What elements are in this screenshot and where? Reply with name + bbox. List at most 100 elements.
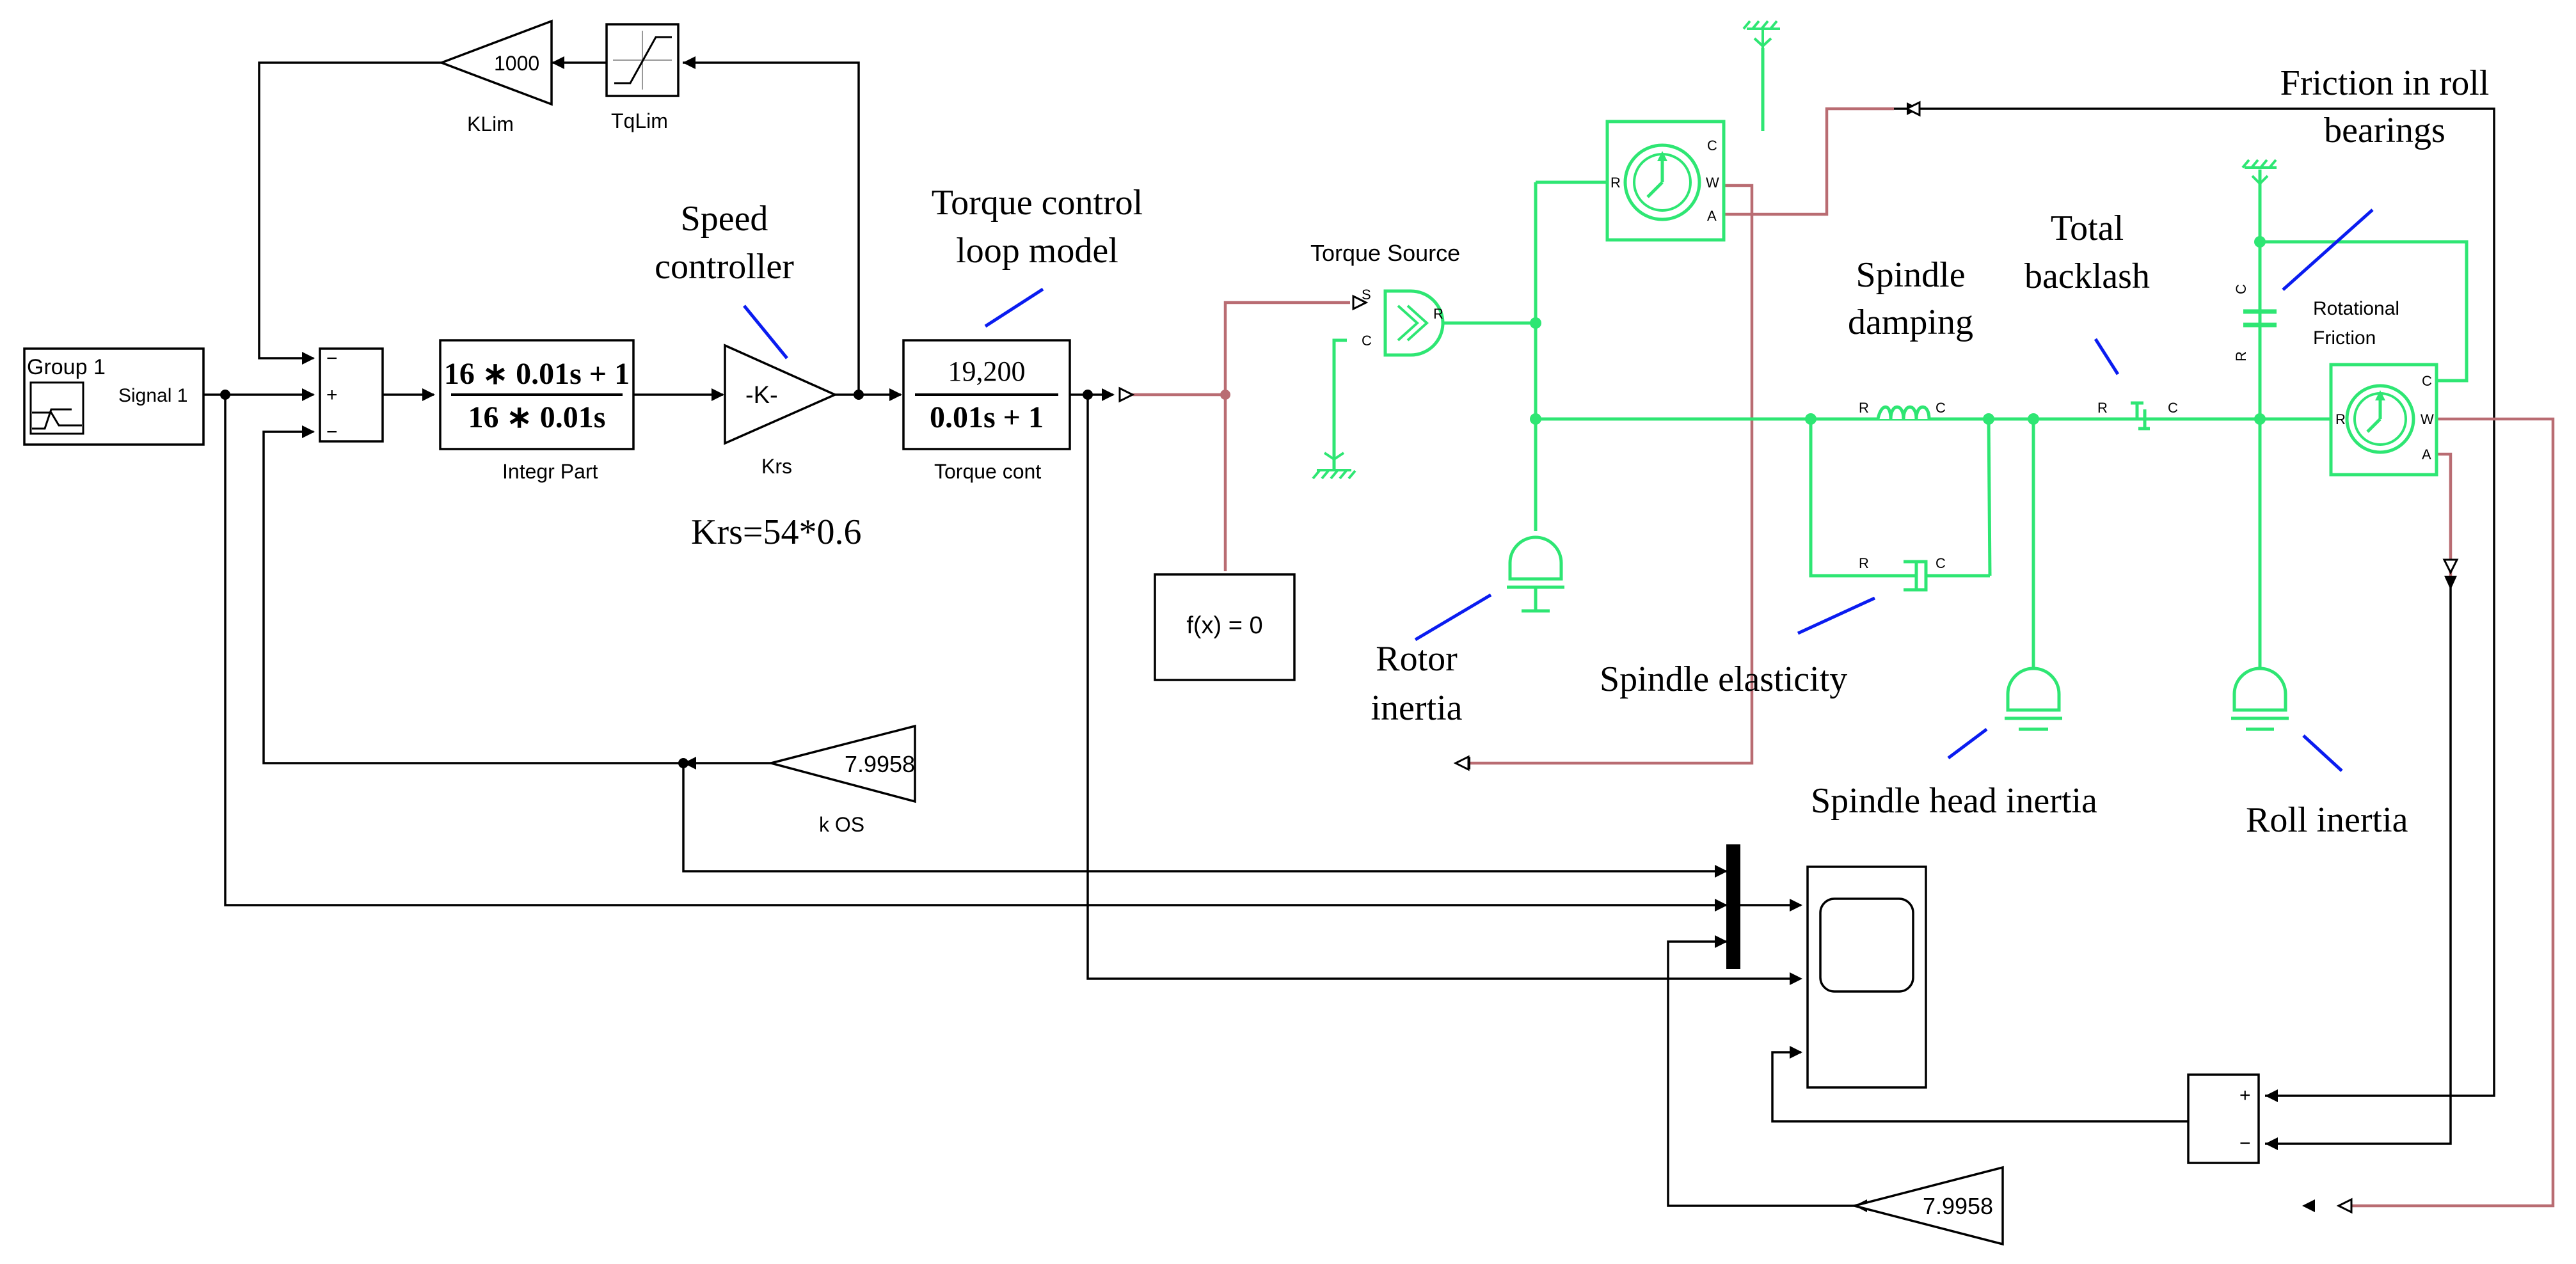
torque-source-port-c: C <box>1362 333 1372 349</box>
sensor-right-port-c: C <box>2422 373 2432 389</box>
ps-lines <box>1133 107 2555 1208</box>
backlash-block[interactable]: R C <box>2097 400 2178 431</box>
scope-block[interactable] <box>1806 865 1927 1089</box>
sensor-top-port-r: R <box>1610 175 1621 191</box>
signal-lines <box>203 61 2495 1207</box>
torque-source-port-r: R <box>1433 306 1443 322</box>
sensor-right-port-a: A <box>2422 446 2431 462</box>
sensor-right-port-r: R <box>2335 411 2346 427</box>
friction-bearings-line1: Friction in roll <box>2280 63 2490 103</box>
spindle-damping-line2: damping <box>1848 303 1973 342</box>
sum-block-bottom[interactable]: + − <box>2187 1073 2260 1164</box>
rotational-friction-label-2: Friction <box>2313 328 2376 349</box>
krs-label: Krs <box>761 455 792 478</box>
k-os-gain-block[interactable]: 7.9958 k OS <box>767 724 916 836</box>
rotational-damper-block[interactable]: R C <box>1859 555 1990 592</box>
integr-label: Integr Part <box>502 460 598 483</box>
sensor-top-port-a: A <box>1707 208 1717 224</box>
annotation-text: Speed controller Torque control loop mod… <box>655 63 2489 840</box>
roll-inertia-block[interactable] <box>2231 667 2289 731</box>
rotor-inertia-line2: inertia <box>1371 688 1462 728</box>
integr-part-block[interactable]: 16 ∗ 0.01s + 1 16 ∗ 0.01s Integr Part <box>439 339 635 483</box>
sum-bottom-sign-minus: − <box>2239 1133 2251 1154</box>
torque-source-port-s: S <box>1362 287 1371 303</box>
mux-block[interactable] <box>1726 844 1740 969</box>
mechanical-reference-icon-right <box>2241 159 2277 186</box>
spindle-head-inertia: Spindle head inertia <box>1811 781 2097 821</box>
k-os-label: k OS <box>819 813 864 836</box>
torque-source-block[interactable]: Torque Source S C R <box>1310 240 1460 357</box>
backlash-port-c: C <box>2168 400 2178 416</box>
solver-configuration-block[interactable]: f(x) = 0 <box>1154 573 1296 681</box>
signal-arrowheads <box>302 56 2457 1212</box>
torque-loop-line1: Torque control <box>932 183 1143 223</box>
integr-denominator: 16 ∗ 0.01s <box>468 400 606 434</box>
friction-port-r: R <box>2233 351 2249 361</box>
speed-controller-line2: controller <box>655 247 794 287</box>
rotor-inertia-line1: Rotor <box>1376 639 1458 679</box>
rotational-spring-block[interactable]: R C <box>1859 400 1946 420</box>
damper-port-c: C <box>1936 555 1946 571</box>
torque-loop-line2: loop model <box>956 231 1118 271</box>
total-backlash-line1: Total <box>2051 209 2124 248</box>
gain-bottom-value: 7.9958 <box>1923 1193 1993 1219</box>
rotor-inertia-block[interactable] <box>1507 535 1564 613</box>
physical-nodes <box>1530 236 2266 425</box>
mechanical-reference-icon-left <box>1312 452 1356 480</box>
total-backlash-line2: backlash <box>2024 257 2150 296</box>
spindle-elasticity: Spindle elasticity <box>1600 660 1847 699</box>
mechanical-reference-icon-top <box>1742 20 1780 48</box>
sum-block-main[interactable]: − + − <box>319 347 384 443</box>
klim-label: KLim <box>467 113 514 136</box>
torque-numerator: 19,200 <box>948 356 1026 387</box>
torque-cont-label: Torque cont <box>934 460 1041 483</box>
motion-sensor-block-top[interactable]: R C W A <box>1605 120 1726 242</box>
rotational-friction-block[interactable]: C R <box>2233 284 2277 361</box>
spindle-head-inertia-block[interactable] <box>2005 667 2062 731</box>
gain-block-bottom[interactable]: 7.9958 <box>1850 1165 2004 1246</box>
scope-screen-icon <box>1819 897 1914 993</box>
solver-text: f(x) = 0 <box>1186 612 1262 639</box>
speed-controller-line1: Speed <box>681 199 768 239</box>
gauge-icon <box>2345 384 2415 454</box>
k-os-value: 7.9958 <box>845 751 915 777</box>
waveform-icon <box>29 381 84 435</box>
friction-port-c: C <box>2233 284 2249 294</box>
signal-builder-block[interactable]: Group 1 Signal 1 <box>23 347 205 446</box>
spring-port-r: R <box>1859 400 1869 416</box>
sensor-right-port-w: W <box>2421 411 2434 427</box>
sum-sign-bottom: − <box>326 422 338 443</box>
sum-sign-middle: + <box>326 384 338 406</box>
tqlim-label: TqLim <box>611 109 668 132</box>
ps-open-arrows <box>1118 100 2459 1214</box>
torque-cont-block[interactable]: 19,200 0.01s + 1 Torque cont <box>902 339 1071 483</box>
signal-builder-title: Group 1 <box>27 355 106 379</box>
spindle-damping-line1: Spindle <box>1856 255 1965 295</box>
klim-gain-block[interactable]: 1000 KLim <box>438 19 553 136</box>
rotational-friction-label-1: Rotational <box>2313 298 2399 319</box>
gauge-icon <box>1623 143 1701 221</box>
friction-bearings-line2: bearings <box>2324 111 2445 150</box>
tqlim-saturation-block[interactable]: TqLim <box>605 23 680 132</box>
integr-numerator: 16 ∗ 0.01s + 1 <box>444 357 630 391</box>
annotation-pointers <box>743 209 2374 772</box>
sum-sign-top: − <box>326 348 338 369</box>
sensor-top-port-c: C <box>1707 138 1717 154</box>
roll-inertia: Roll inertia <box>2246 800 2408 840</box>
damper-port-r: R <box>1859 555 1869 571</box>
physical-lines <box>1332 48 2469 678</box>
signal-builder-port: Signal 1 <box>118 385 187 406</box>
sum-bottom-sign-plus: + <box>2239 1085 2251 1106</box>
krs-value: -K- <box>745 382 778 409</box>
torque-source-label: Torque Source <box>1310 240 1460 266</box>
torque-denominator: 0.01s + 1 <box>930 400 1044 434</box>
sensor-top-port-w: W <box>1706 175 1719 191</box>
krs-gain-block[interactable]: -K- Krs <box>724 344 838 478</box>
saturation-icon <box>613 31 672 90</box>
backlash-port-r: R <box>2097 400 2108 416</box>
klim-value: 1000 <box>494 52 539 75</box>
krs-formula: Krs=54*0.6 <box>691 512 861 552</box>
motion-sensor-block-right[interactable]: R C W A Rotational Friction <box>2313 298 2438 477</box>
spring-port-c: C <box>1936 400 1946 416</box>
